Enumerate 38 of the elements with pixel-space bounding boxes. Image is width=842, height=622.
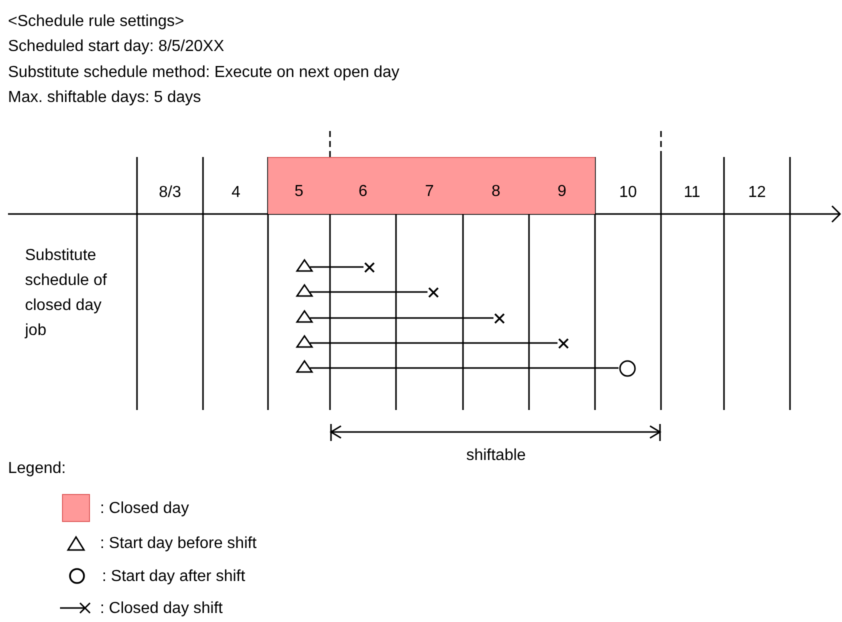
- day-label: 5: [294, 183, 304, 201]
- triangle-marker: [296, 335, 313, 348]
- legend-heading: Legend:: [8, 459, 66, 478]
- dimension-label: shiftable: [466, 446, 526, 465]
- setting-text: Scheduled start day: 8/5/20XX: [8, 37, 224, 56]
- closed-day-cell: [268, 157, 330, 214]
- day-label: 7: [425, 183, 434, 201]
- day-label: 10: [619, 183, 637, 202]
- closed-day-cell: [529, 157, 595, 214]
- shift-line: [310, 317, 494, 319]
- triangle-marker: [296, 259, 313, 272]
- cross-marker: [494, 312, 504, 324]
- shift-line: [310, 342, 558, 344]
- cross-marker: [558, 338, 568, 348]
- shift-line: [310, 266, 364, 268]
- legend-text: : Closed day: [100, 499, 189, 518]
- shift-line: [310, 367, 618, 369]
- cross-marker: [428, 286, 438, 298]
- day-label: 8/3: [158, 183, 182, 202]
- setting-text: Max. shiftable days: 5 days: [8, 88, 201, 107]
- day-label: 11: [684, 183, 700, 202]
- shift-line: [310, 291, 428, 293]
- triangle-marker: [296, 360, 313, 373]
- row-label: Substitute schedule of closed day job: [25, 246, 108, 341]
- legend-text: : Closed day shift: [100, 599, 223, 618]
- legend-text: : Start day after shift: [102, 567, 246, 586]
- day-label: 12: [748, 183, 766, 202]
- triangle-marker: [296, 284, 313, 297]
- legend-text: : Start day before shift: [100, 534, 257, 553]
- setting-text: Substitute schedule method: Execute on next open day: [8, 63, 400, 82]
- day-label: 4: [232, 183, 240, 202]
- heading: <Schedule rule settings>: [8, 12, 184, 31]
- day-label: 6: [358, 183, 368, 201]
- cross-marker: [364, 262, 374, 272]
- triangle-marker: [296, 310, 313, 323]
- day-label: 8: [492, 183, 500, 201]
- circle-marker: [618, 360, 636, 376]
- day-label: 9: [558, 183, 566, 201]
